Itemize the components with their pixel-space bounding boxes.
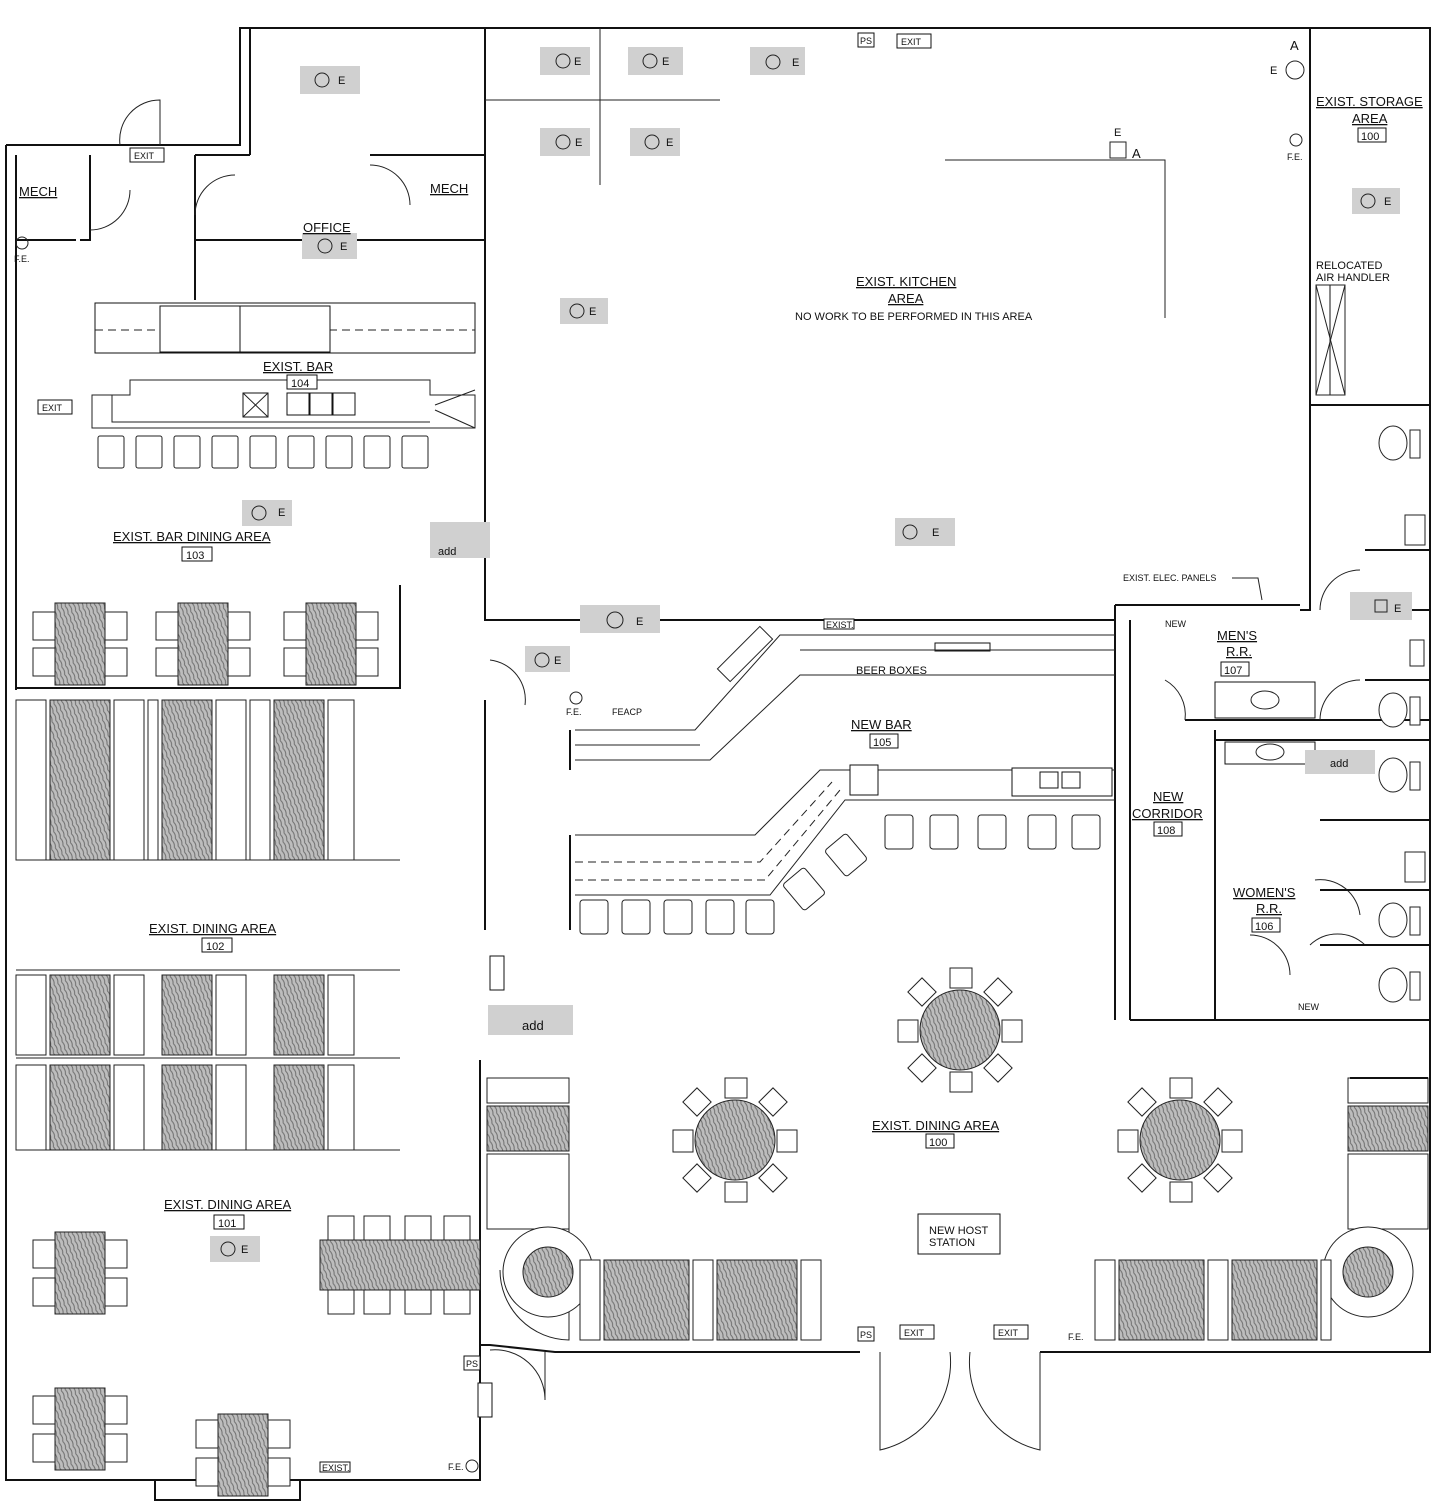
svg-text:PS: PS bbox=[466, 1359, 478, 1369]
bar-stools-105 bbox=[579, 814, 1101, 935]
label-storage: EXIST. STORAGE bbox=[1316, 94, 1423, 109]
svg-text:E: E bbox=[1270, 65, 1277, 77]
svg-text:E: E bbox=[589, 306, 596, 318]
label-womens: WOMEN'S bbox=[1233, 885, 1296, 900]
svg-text:100: 100 bbox=[929, 1137, 947, 1149]
svg-text:R.R.: R.R. bbox=[1256, 901, 1282, 916]
label-mech-left: MECH bbox=[19, 184, 57, 199]
label-new-bar: NEW BAR bbox=[851, 717, 912, 732]
svg-text:E: E bbox=[932, 527, 939, 539]
label-kitchen-sub: AREA bbox=[888, 291, 924, 306]
label-office: OFFICE bbox=[303, 220, 351, 235]
svg-text:108: 108 bbox=[1157, 825, 1175, 837]
svg-text:E: E bbox=[792, 57, 799, 69]
label-elec-panels: EXIST. ELEC. PANELS bbox=[1123, 573, 1216, 583]
svg-text:add: add bbox=[1330, 758, 1348, 770]
svg-text:E: E bbox=[636, 616, 643, 628]
svg-text:add: add bbox=[438, 546, 456, 558]
svg-text:A: A bbox=[1290, 38, 1299, 53]
svg-text:EXIT: EXIT bbox=[901, 37, 922, 47]
bar-stools-104 bbox=[97, 435, 429, 469]
svg-text:E: E bbox=[340, 241, 347, 253]
label-dining-101: EXIST. DINING AREA bbox=[164, 1197, 291, 1212]
svg-text:E: E bbox=[278, 507, 285, 519]
perimeter-booths-100 bbox=[486, 1077, 1429, 1341]
walls bbox=[5, 27, 1431, 1501]
svg-text:AIR HANDLER: AIR HANDLER bbox=[1316, 272, 1390, 284]
svg-text:R.R.: R.R. bbox=[1226, 644, 1252, 659]
svg-text:E: E bbox=[662, 56, 669, 68]
svg-text:EXIT: EXIT bbox=[998, 1328, 1019, 1338]
label-kitchen-note: NO WORK TO BE PERFORMED IN THIS AREA bbox=[795, 311, 1033, 323]
svg-text:NEW: NEW bbox=[1298, 1002, 1320, 1012]
svg-text:CORRIDOR: CORRIDOR bbox=[1132, 806, 1203, 821]
svg-text:FEACP: FEACP bbox=[612, 707, 642, 717]
svg-text:F.E.: F.E. bbox=[1287, 152, 1303, 162]
label-dining-100: EXIST. DINING AREA bbox=[872, 1118, 999, 1133]
svg-text:PS: PS bbox=[860, 1330, 872, 1340]
svg-text:F.E.: F.E. bbox=[448, 1462, 464, 1472]
exist-bar bbox=[91, 302, 476, 469]
svg-text:PS: PS bbox=[860, 36, 872, 46]
exit-signs: EXIT EXIT EXIT EXIT EXIT EXIST. EXIST. P… bbox=[14, 32, 1320, 1473]
host-station bbox=[917, 1213, 1001, 1255]
svg-text:EXIT: EXIT bbox=[134, 151, 155, 161]
svg-text:STATION: STATION bbox=[929, 1237, 975, 1249]
svg-text:E: E bbox=[554, 655, 561, 667]
svg-text:E: E bbox=[1114, 127, 1121, 139]
restrooms bbox=[1214, 284, 1430, 1003]
booths-102 bbox=[15, 699, 355, 1151]
svg-text:E: E bbox=[1394, 603, 1401, 615]
svg-text:A: A bbox=[1132, 146, 1141, 161]
label-mech-right: MECH bbox=[430, 181, 468, 196]
svg-text:F.E.: F.E. bbox=[14, 254, 30, 264]
svg-text:E: E bbox=[575, 137, 582, 149]
label-kitchen: EXIST. KITCHEN bbox=[856, 274, 956, 289]
svg-text:106: 106 bbox=[1255, 921, 1273, 933]
svg-text:E: E bbox=[1384, 196, 1391, 208]
round-tables-100 bbox=[672, 967, 1243, 1203]
label-bar-dining: EXIST. BAR DINING AREA bbox=[113, 529, 271, 544]
dining-101-tables bbox=[32, 1215, 481, 1497]
svg-text:NEW: NEW bbox=[1165, 619, 1187, 629]
svg-text:101: 101 bbox=[218, 1218, 236, 1230]
svg-text:E: E bbox=[338, 75, 345, 87]
light-fixtures: E E E E E E E E E E E E E E E add add ad… bbox=[210, 47, 1412, 1262]
svg-text:104: 104 bbox=[291, 378, 309, 390]
label-storage-sub: AREA bbox=[1352, 111, 1388, 126]
svg-text:EXIST.: EXIST. bbox=[826, 620, 854, 630]
label-beer-boxes: BEER BOXES bbox=[856, 665, 927, 677]
svg-text:EXIT: EXIT bbox=[42, 403, 63, 413]
svg-text:107: 107 bbox=[1224, 665, 1242, 677]
svg-text:F.E.: F.E. bbox=[566, 707, 582, 717]
room-labels: MECH MECH OFFICE EXIST. KITCHEN AREA NO … bbox=[19, 94, 1423, 1249]
svg-text:105: 105 bbox=[873, 737, 891, 749]
svg-text:103: 103 bbox=[186, 550, 204, 562]
svg-text:RELOCATED: RELOCATED bbox=[1316, 260, 1382, 272]
svg-text:E: E bbox=[666, 137, 673, 149]
label-exist-bar: EXIST. BAR bbox=[263, 359, 333, 374]
label-storage-num: 100 bbox=[1361, 131, 1379, 143]
svg-text:E: E bbox=[574, 56, 581, 68]
svg-text:EXIST.: EXIST. bbox=[322, 1463, 350, 1473]
label-mens: MEN'S bbox=[1217, 628, 1257, 643]
svg-text:EXIT: EXIT bbox=[904, 1328, 925, 1338]
bar-dining-tables bbox=[32, 602, 379, 686]
new-bar bbox=[575, 625, 1115, 935]
svg-text:F.E.: F.E. bbox=[1068, 1332, 1084, 1342]
svg-text:add: add bbox=[522, 1018, 544, 1033]
doors bbox=[89, 99, 1366, 1451]
label-corridor: NEW bbox=[1153, 789, 1184, 804]
label-dining-102: EXIST. DINING AREA bbox=[149, 921, 276, 936]
svg-text:E: E bbox=[241, 1244, 248, 1256]
svg-text:102: 102 bbox=[206, 941, 224, 953]
label-host: NEW HOST bbox=[929, 1225, 989, 1237]
